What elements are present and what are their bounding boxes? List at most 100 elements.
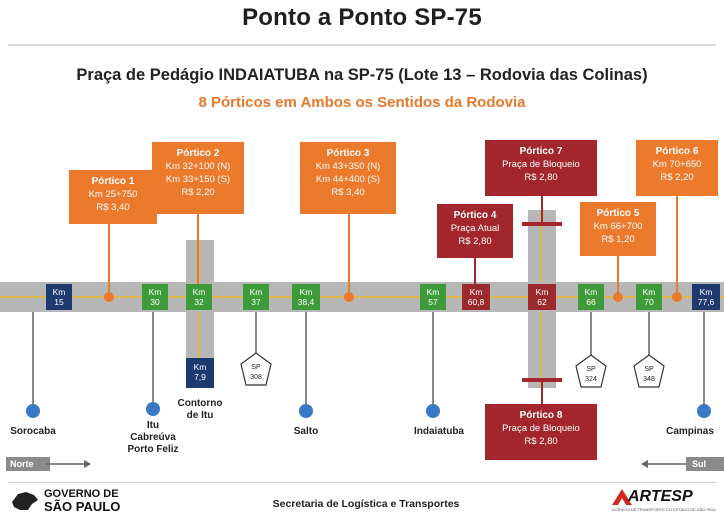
portico-5-line2: R$ 1,20 — [601, 234, 635, 245]
portico-1: Pórtico 1 Km 25+750 R$ 3,40 — [69, 170, 157, 224]
km-marker-label: Km — [52, 287, 66, 297]
portico-8: Pórtico 8 Praça de Bloqueio R$ 2,80 — [485, 404, 597, 460]
artesp-logo-icon — [612, 489, 632, 505]
km-marker-value: 15 — [54, 297, 64, 307]
contorno-line1: Contorno — [177, 398, 223, 409]
contorno-line2: de Itu — [186, 410, 214, 421]
sp-348-shield-icon: SP 348 — [633, 354, 665, 388]
portico-6-marker — [672, 292, 682, 302]
city-itu-line2: Cabreúva — [130, 432, 176, 443]
sul-label: Sul — [686, 457, 724, 471]
stem-campinas — [703, 312, 705, 408]
km-marker-label: Km — [249, 287, 263, 297]
portico-7-line1: Praça de Bloqueio — [502, 159, 580, 170]
km-marker-value: 66 — [586, 297, 596, 307]
city-salto-marker — [299, 404, 313, 418]
portico-2-line1: Km 32+100 (N) — [165, 161, 231, 172]
portico-8-leader — [541, 382, 543, 404]
portico-6-line2: R$ 2,20 — [660, 172, 694, 183]
stem-sp324 — [590, 312, 592, 356]
portico-8-line1: Praça de Bloqueio — [502, 423, 580, 434]
stem-sp308 — [255, 312, 257, 354]
portico-1-title: Pórtico 1 — [91, 176, 135, 187]
portico-3-leader — [348, 214, 350, 294]
header-divider — [8, 44, 716, 46]
km-marker-label: Km — [426, 287, 440, 297]
km-marker-value: 30 — [150, 297, 160, 307]
slide-subtitle-porticos: 8 Pórticos em Ambos os Sentidos da Rodov… — [198, 94, 526, 111]
portico-3-line1: Km 43+350 (N) — [315, 161, 381, 172]
city-itu-marker — [146, 402, 160, 416]
portico-5-line1: Km 66+700 — [593, 221, 643, 232]
portico-3: Pórtico 3 Km 43+350 (N) Km 44+400 (S) R$… — [300, 142, 396, 214]
km-marker-value: 37 — [251, 297, 261, 307]
portico-3-title: Pórtico 3 — [326, 148, 370, 159]
city-itu-line3: Porto Feliz — [127, 444, 179, 455]
portico-7-leader — [541, 196, 543, 224]
km-marker-value: 57 — [428, 297, 438, 307]
portico-5-marker — [613, 292, 623, 302]
main-road-centerline — [0, 296, 724, 298]
km-marker-value: 62 — [537, 297, 547, 307]
portico-4-line2: R$ 2,80 — [458, 236, 492, 247]
city-campinas-marker — [697, 404, 711, 418]
km-marker-label: Km — [299, 287, 313, 297]
portico-3-line2: Km 44+400 (S) — [315, 174, 381, 185]
portico-3-marker — [344, 292, 354, 302]
gov-line1: GOVERNO DE — [44, 488, 119, 500]
stem-sorocaba — [32, 312, 34, 408]
portico-7-line2: R$ 2,80 — [524, 172, 558, 183]
sp-308-value: 308 — [250, 374, 262, 381]
portico-8-line2: R$ 2,80 — [524, 436, 558, 447]
portico-4-title: Pórtico 4 — [453, 210, 497, 221]
slide-subtitle: Praça de Pedágio INDAIATUBA na SP-75 (Lo… — [76, 66, 648, 84]
city-indaiatuba-marker — [426, 404, 440, 418]
sp-348-value: 348 — [643, 376, 655, 383]
km-marker-label: Km — [584, 287, 598, 297]
sao-paulo-map-icon — [12, 492, 38, 510]
norte-label: Norte — [6, 457, 50, 471]
portico-2-title: Pórtico 2 — [176, 148, 220, 159]
portico-6-line1: Km 70+650 — [652, 159, 702, 170]
city-sorocaba-marker — [26, 404, 40, 418]
sp-348-label: SP — [644, 366, 654, 373]
portico-2-line3: R$ 2,20 — [181, 187, 215, 198]
city-itu-label: Itu Cabreúva Porto Feliz — [110, 420, 196, 456]
km-marker-label: Km — [642, 287, 656, 297]
sp-308-shield-icon: SP 308 — [240, 352, 272, 386]
footer-divider — [8, 482, 716, 483]
portico-8-title: Pórtico 8 — [519, 410, 563, 421]
gate-bar-top — [522, 222, 562, 226]
portico-1-line1: Km 25+750 — [88, 189, 138, 200]
portico-5-title: Pórtico 5 — [596, 208, 640, 219]
portico-6-title: Pórtico 6 — [655, 146, 699, 157]
gov-line2: SÃO PAULO — [44, 499, 121, 514]
slide-title: Ponto a Ponto SP-75 — [242, 4, 482, 31]
portico-3-line3: R$ 3,40 — [331, 187, 365, 198]
km-marker-label: Km — [193, 362, 207, 372]
sp-308-label: SP — [251, 364, 261, 371]
portico-2: Pórtico 2 Km 32+100 (N) Km 33+150 (S) R$… — [152, 142, 244, 214]
portico-2-leader — [197, 214, 199, 294]
portico-1-line2: R$ 3,40 — [96, 202, 130, 213]
city-itu-line1: Itu — [146, 420, 160, 431]
km-marker-label: Km — [469, 287, 483, 297]
km-marker-label: Km — [148, 287, 162, 297]
stem-salto — [305, 312, 307, 408]
km-marker-value: 38,4 — [297, 297, 315, 307]
km-marker-label: Km — [535, 287, 549, 297]
portico-1-leader — [108, 224, 110, 294]
stem-itu — [152, 312, 154, 408]
portico-4: Pórtico 4 Praça Atual R$ 2,80 — [437, 204, 513, 258]
contorno-itu-label: Contorno de Itu — [168, 398, 232, 422]
arrow-left-icon — [641, 460, 686, 468]
